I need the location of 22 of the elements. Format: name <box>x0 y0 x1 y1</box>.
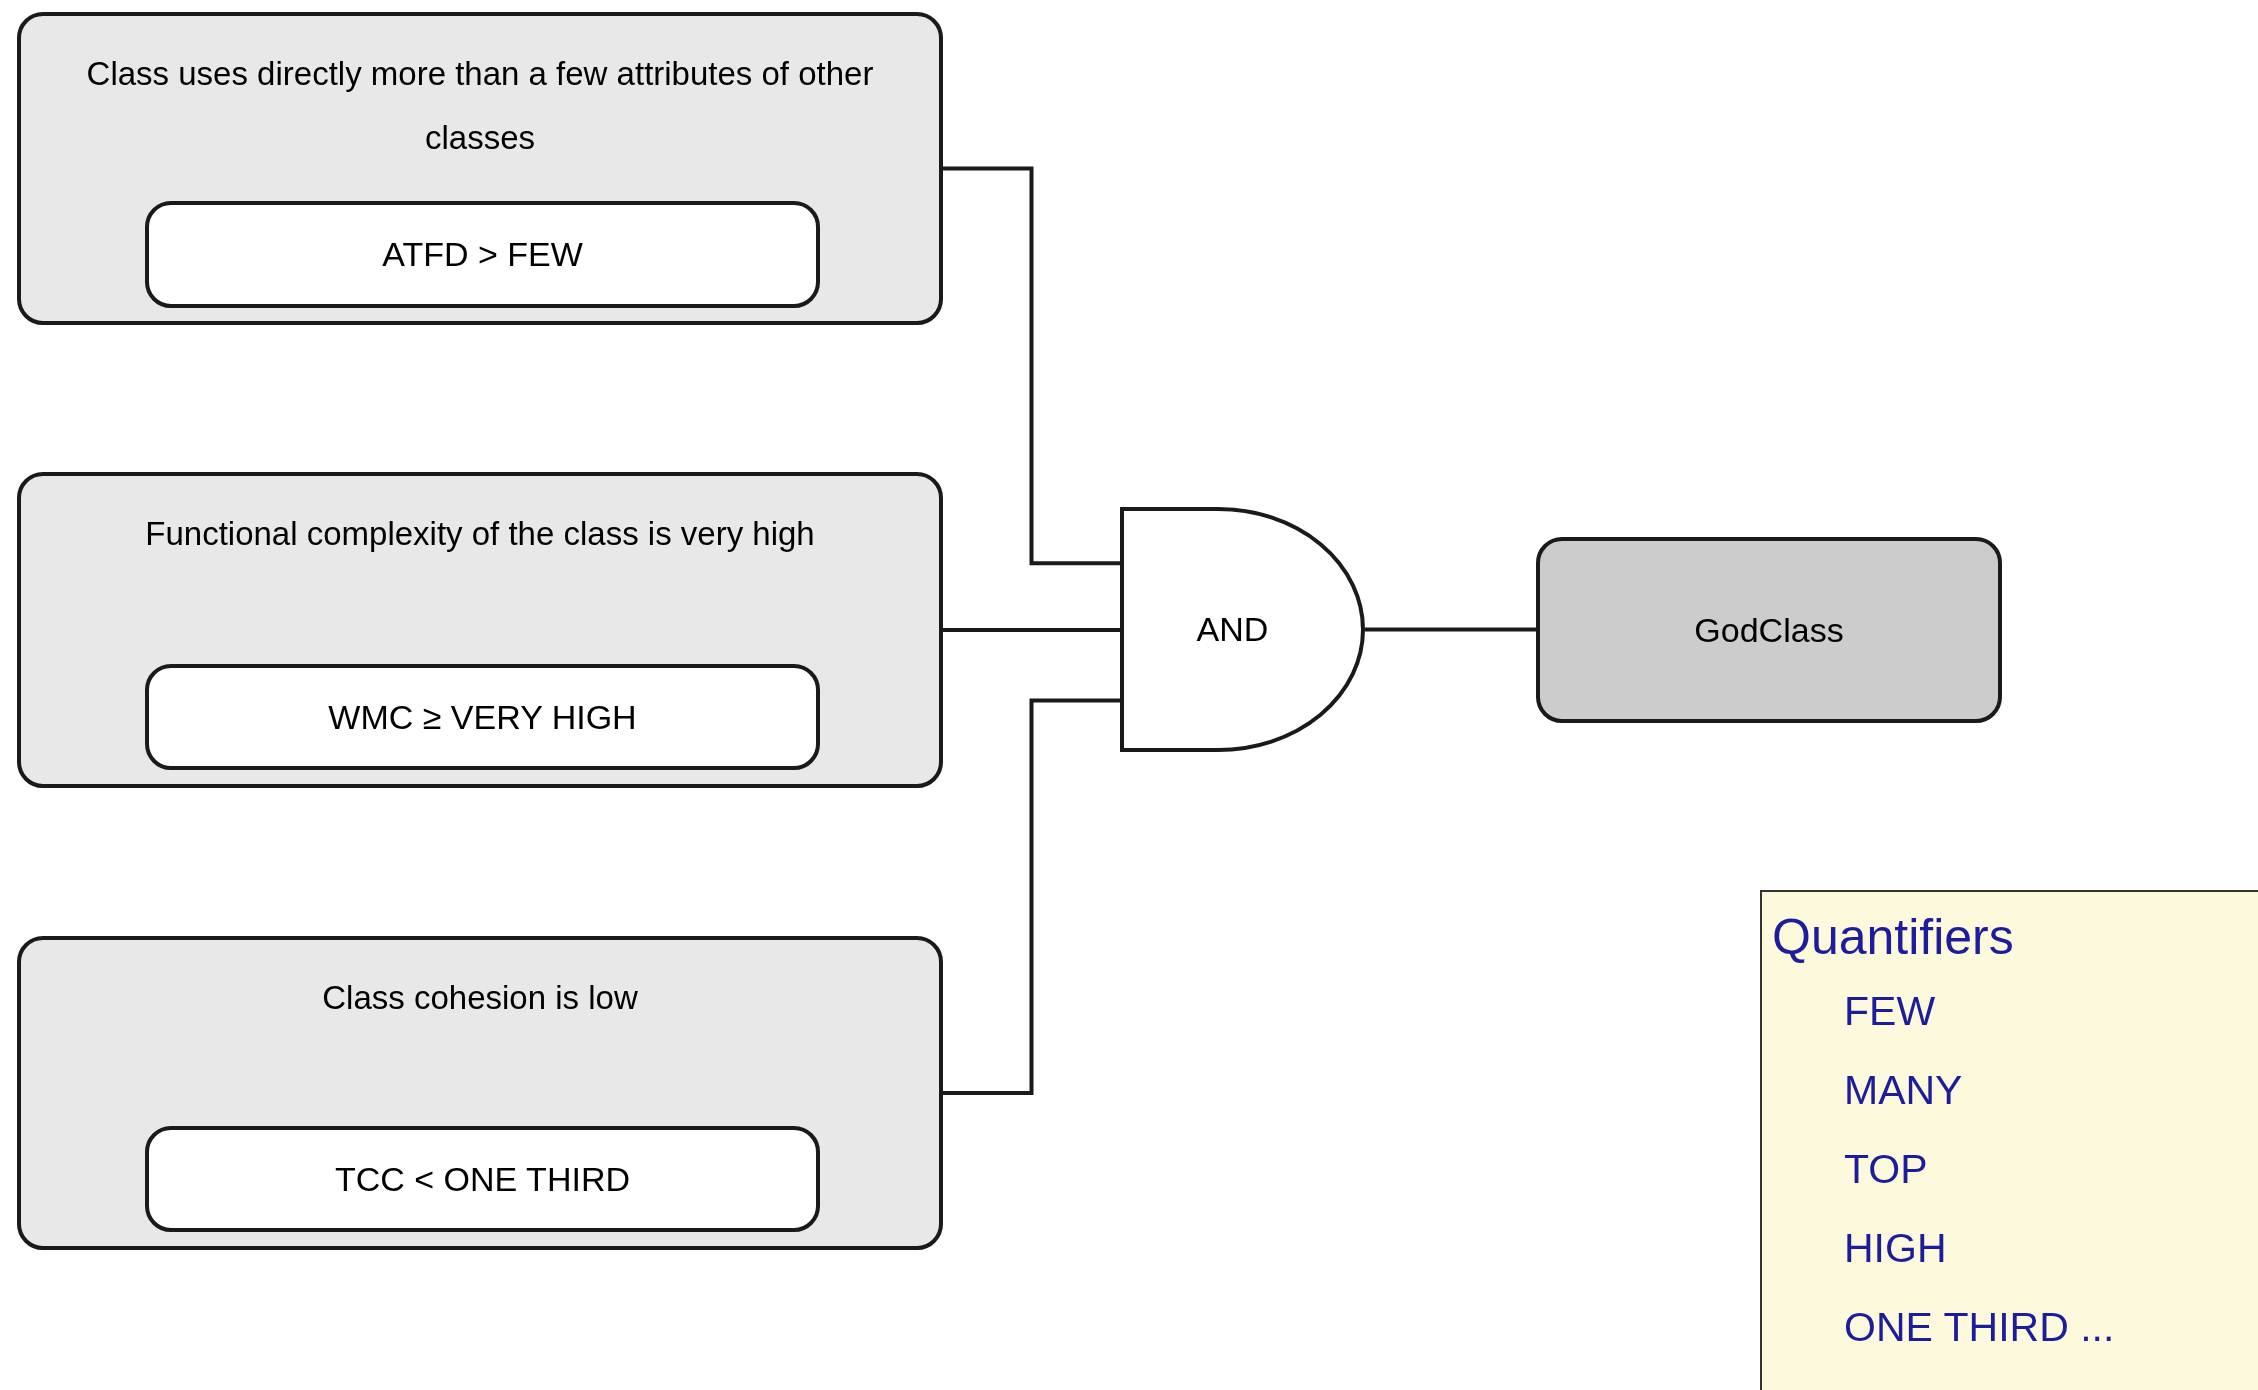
metric-box: TCC < ONE THIRD <box>145 1126 820 1232</box>
metric-box: ATFD > FEW <box>145 201 820 308</box>
note-item: MANY <box>1843 1066 1963 1115</box>
note-panel <box>1760 890 2258 1390</box>
connector-line <box>943 166 1120 566</box>
metric-box: WMC ≥ VERY HIGH <box>145 664 820 770</box>
condition-box <box>17 12 943 325</box>
note-item: FEW <box>1843 987 1936 1036</box>
connector-line <box>943 628 1120 632</box>
condition-text: Class uses directly more than a few attributes of other classes <box>85 54 875 158</box>
result-box: GodClass <box>1536 537 2002 723</box>
note-item: HIGH <box>1843 1224 1947 1273</box>
note-heading: Quantifiers <box>1772 908 2014 967</box>
note-item: ONE THIRD ... <box>1843 1303 2115 1352</box>
condition-text: Functional complexity of the class is very high <box>144 514 816 554</box>
note-item: TOP <box>1843 1145 1928 1194</box>
condition-box <box>17 472 943 788</box>
connector-line <box>1365 627 1536 632</box>
condition-box <box>17 936 943 1250</box>
connector-line <box>943 698 1120 1095</box>
condition-text: Class cohesion is low <box>321 978 639 1018</box>
gate-label: AND <box>1196 609 1269 650</box>
